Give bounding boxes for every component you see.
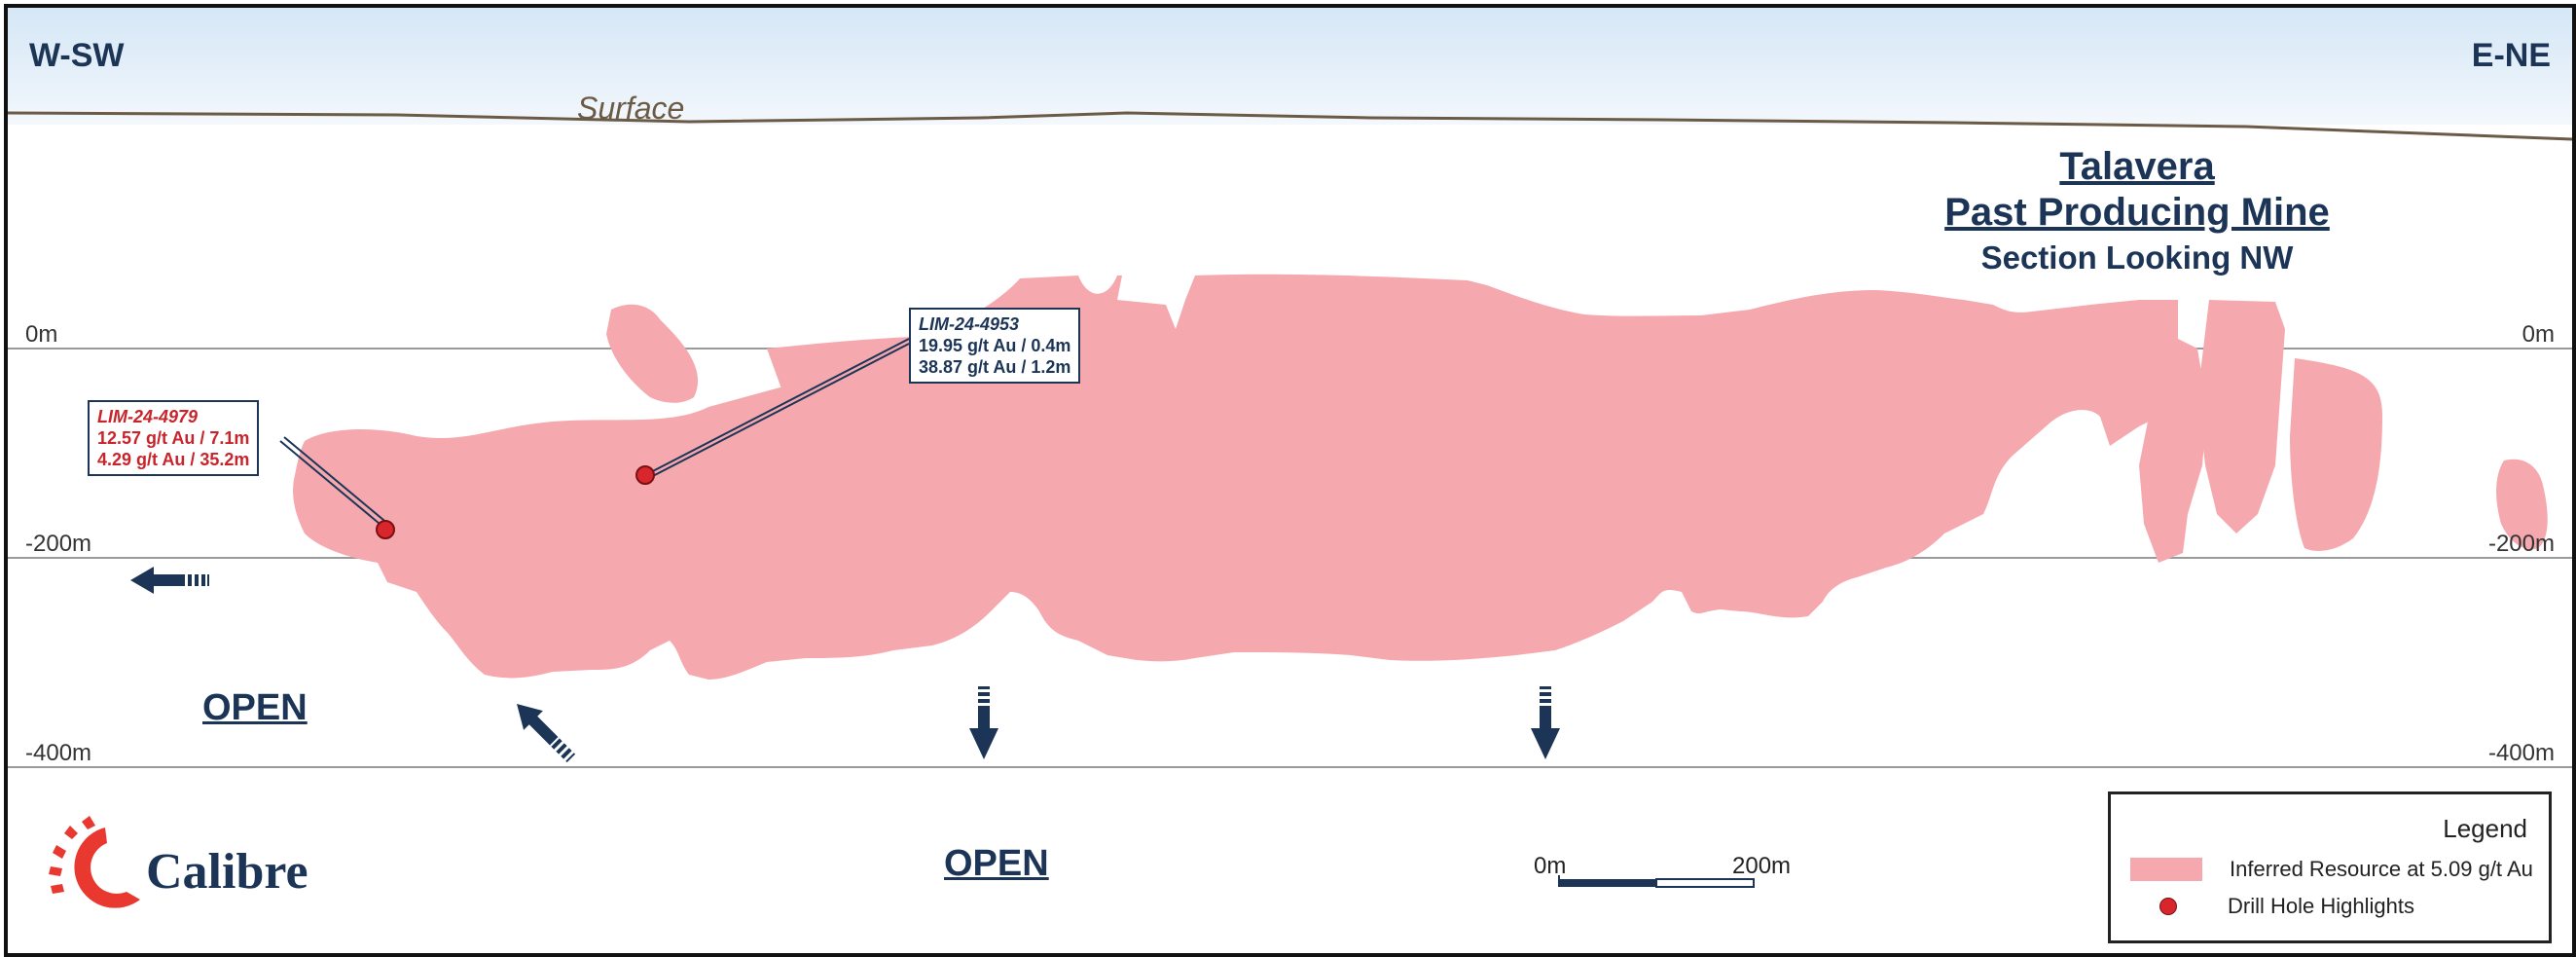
depth-label-200m-left: -200m xyxy=(25,531,92,557)
leader-line-4979b xyxy=(283,436,390,526)
arrow-down-icon xyxy=(1531,686,1560,759)
resource-block-east-2 xyxy=(2129,305,2163,426)
title-line-1: Talavera xyxy=(2059,145,2215,188)
leader-line-4979 xyxy=(279,440,386,530)
sky-band xyxy=(8,8,2572,125)
legend-swatch-resource xyxy=(2130,858,2202,881)
scale-label-end: 200m xyxy=(1732,853,1792,879)
arrow-left-icon xyxy=(130,567,209,594)
drill-hole-callout: LIM-24-4953 19.95 g/t Au / 0.4m 38.87 g/… xyxy=(909,308,1081,384)
depth-label-200m-right: -200m xyxy=(2487,531,2555,557)
arrow-down-left-icon xyxy=(517,704,576,763)
drill-hole-callout: LIM-24-4979 12.57 g/t Au / 7.1m 4.29 g/t… xyxy=(88,400,260,476)
resource-lobe-far-east xyxy=(2496,459,2548,550)
drill-hole-4979 xyxy=(376,520,395,539)
depth-label-400m-right: -400m xyxy=(2487,740,2555,766)
leader-line-4953b xyxy=(646,343,910,480)
drill-hole-intercept: 4.29 g/t Au / 35.2m xyxy=(97,450,250,469)
cross-section-canvas xyxy=(8,111,2572,768)
scale-bar xyxy=(1558,875,1755,888)
legend: Legend Inferred Resource at 5.09 g/t Au … xyxy=(2108,791,2552,943)
drill-hole-intercept: 12.57 g/t Au / 7.1m xyxy=(97,428,250,448)
calibre-logo-icon xyxy=(49,816,140,908)
leader-line-4953 xyxy=(644,338,910,476)
title-line-2: Past Producing Mine xyxy=(1944,191,2330,234)
depth-label-0m-right: 0m xyxy=(2522,321,2555,348)
drill-hole-intercept: 38.87 g/t Au / 1.2m xyxy=(919,357,1071,377)
depth-label-0m-left: 0m xyxy=(25,321,58,348)
legend-label: Inferred Resource at 5.09 g/t Au xyxy=(2230,857,2533,881)
title-line-3: Section Looking NW xyxy=(1980,239,2294,276)
section-frame: W-SW E-NE Surface Talavera Past Producin… xyxy=(4,4,2576,957)
logo-wordmark: Calibre xyxy=(146,844,308,900)
legend-label: Drill Hole Highlights xyxy=(2228,894,2414,918)
open-label-depth: OPEN xyxy=(944,843,1049,884)
drill-hole-intercept: 19.95 g/t Au / 0.4m xyxy=(919,336,1071,355)
drill-hole-id: LIM-24-4953 xyxy=(919,314,1020,334)
open-label-west: OPEN xyxy=(202,687,308,728)
inferred-resource-body xyxy=(293,274,2548,680)
section-title: Talavera Past Producing Mine Section Loo… xyxy=(1874,144,2400,280)
legend-item-resource: Inferred Resource at 5.09 g/t Au xyxy=(2130,857,2533,882)
arrow-down-icon xyxy=(969,686,998,759)
surface-label: Surface xyxy=(577,91,685,126)
resource-main xyxy=(293,274,2158,680)
scale-label-start: 0m xyxy=(1534,853,1567,879)
direction-left: W-SW xyxy=(29,37,125,74)
drill-hole-4953 xyxy=(635,465,655,485)
drill-hole-dot-icon xyxy=(2159,898,2177,915)
direction-right: E-NE xyxy=(2471,37,2551,74)
resource-block-east-4 xyxy=(2290,358,2382,551)
legend-item-drill: Drill Hole Highlights xyxy=(2130,894,2414,919)
resource-block-east-3 xyxy=(2197,300,2285,534)
legend-title: Legend xyxy=(2443,814,2527,843)
resource-lobe-west xyxy=(606,304,699,403)
depth-label-400m-left: -400m xyxy=(25,740,92,766)
surface-line xyxy=(8,111,2572,141)
drill-hole-id: LIM-24-4979 xyxy=(97,407,199,426)
